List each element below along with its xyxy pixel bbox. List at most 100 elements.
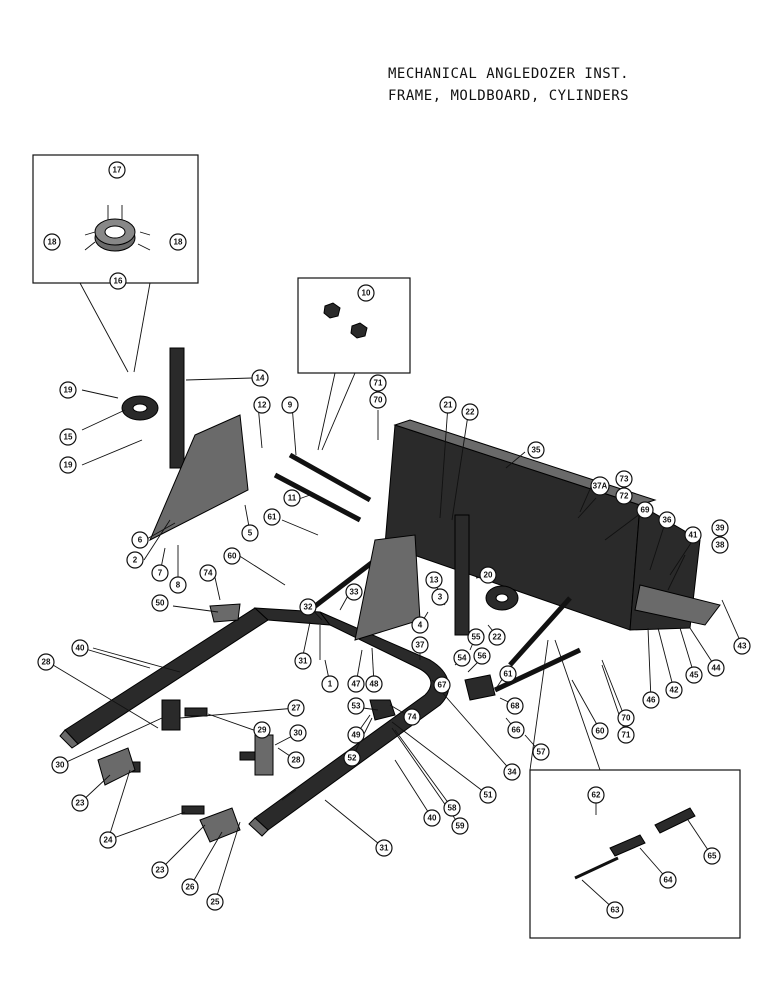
callout-58: 58: [443, 799, 461, 817]
svg-text:19: 19: [64, 386, 73, 395]
callout-16: 16: [109, 272, 127, 290]
callout-60: 60: [591, 722, 609, 740]
svg-text:55: 55: [472, 633, 481, 642]
svg-text:2: 2: [133, 556, 138, 565]
svg-text:57: 57: [537, 748, 546, 757]
callout-44: 44: [707, 659, 725, 677]
callout-51: 51: [479, 786, 497, 804]
svg-text:74: 74: [408, 713, 417, 722]
callout-50: 50: [151, 594, 169, 612]
callout-38: 38: [711, 536, 729, 554]
svg-text:58: 58: [448, 804, 457, 813]
svg-text:18: 18: [48, 238, 57, 247]
svg-text:68: 68: [511, 702, 520, 711]
callout-12: 12: [253, 396, 271, 414]
callout-18: 18: [43, 233, 61, 251]
inset-pointer: [317, 372, 336, 451]
callout-71: 71: [369, 374, 387, 392]
svg-text:56: 56: [478, 652, 487, 661]
frame-assembly: [59, 607, 450, 837]
callout-22: 22: [488, 628, 506, 646]
svg-text:31: 31: [380, 844, 389, 853]
callout-18: 18: [169, 233, 187, 251]
svg-text:53: 53: [352, 702, 361, 711]
link-parts-inset: [574, 807, 696, 880]
callout-67: 67: [433, 676, 451, 694]
svg-text:42: 42: [670, 686, 679, 695]
callout-10: 10: [357, 284, 375, 302]
svg-text:4: 4: [418, 621, 423, 630]
callout-21: 21: [439, 396, 457, 414]
svg-text:19: 19: [64, 461, 73, 470]
inset-pointer: [321, 372, 356, 451]
svg-text:71: 71: [374, 379, 383, 388]
inset-pointer: [79, 282, 129, 373]
svg-text:61: 61: [268, 513, 277, 522]
callout-71: 71: [617, 726, 635, 744]
callout-34: 34: [503, 763, 521, 781]
callout-29: 29: [253, 721, 271, 739]
callout-4: 4: [411, 616, 429, 634]
svg-text:63: 63: [611, 906, 620, 915]
cylinders: [148, 347, 582, 693]
callout-7: 7: [151, 564, 169, 582]
svg-text:54: 54: [458, 654, 467, 663]
callout-62: 62: [587, 786, 605, 804]
svg-text:35: 35: [532, 446, 541, 455]
callout-40: 40: [423, 809, 441, 827]
svg-text:40: 40: [76, 644, 85, 653]
callout-8: 8: [169, 576, 187, 594]
svg-text:32: 32: [304, 603, 313, 612]
svg-text:45: 45: [690, 671, 699, 680]
svg-text:15: 15: [64, 433, 73, 442]
svg-text:69: 69: [641, 506, 650, 515]
svg-text:23: 23: [156, 866, 165, 875]
callout-53: 53: [347, 697, 365, 715]
callout-55: 55: [467, 628, 485, 646]
callout-47: 47: [347, 675, 365, 693]
callout-28: 28: [287, 751, 305, 769]
inset-box-nut-detail: [297, 277, 411, 374]
svg-text:22: 22: [493, 633, 502, 642]
svg-text:13: 13: [430, 576, 439, 585]
callout-63: 63: [606, 901, 624, 919]
svg-text:8: 8: [176, 581, 181, 590]
svg-text:30: 30: [294, 729, 303, 738]
callout-64: 64: [659, 871, 677, 889]
svg-text:65: 65: [708, 852, 717, 861]
moldboard: [384, 419, 721, 631]
callout-43: 43: [733, 637, 751, 655]
svg-text:43: 43: [738, 642, 747, 651]
callout-74: 74: [199, 564, 217, 582]
svg-text:14: 14: [256, 374, 265, 383]
callout-40: 40: [71, 639, 89, 657]
svg-text:29: 29: [258, 726, 267, 735]
callout-15: 15: [59, 428, 77, 446]
svg-text:5: 5: [248, 529, 253, 538]
callout-30: 30: [289, 724, 307, 742]
svg-text:36: 36: [663, 516, 672, 525]
nut-pair-inset: [323, 302, 368, 339]
svg-text:34: 34: [508, 768, 517, 777]
callout-68: 68: [506, 697, 524, 715]
diagram-title-line-1: MECHANICAL ANGLEDOZER INST.: [388, 66, 630, 82]
callout-32: 32: [299, 598, 317, 616]
callout-56: 56: [473, 647, 491, 665]
callout-26: 26: [181, 878, 199, 896]
svg-text:24: 24: [104, 836, 113, 845]
svg-text:50: 50: [156, 599, 165, 608]
callout-14: 14: [251, 369, 269, 387]
callout-70: 70: [369, 391, 387, 409]
callout-31: 31: [294, 652, 312, 670]
callout-36: 36: [658, 511, 676, 529]
svg-text:18: 18: [174, 238, 183, 247]
callout-72: 72: [615, 487, 633, 505]
callout-61: 61: [263, 508, 281, 526]
svg-text:20: 20: [484, 571, 493, 580]
svg-text:62: 62: [592, 791, 601, 800]
callout-9: 9: [281, 396, 299, 414]
svg-text:6: 6: [138, 536, 143, 545]
svg-text:31: 31: [299, 657, 308, 666]
svg-text:74: 74: [204, 569, 213, 578]
